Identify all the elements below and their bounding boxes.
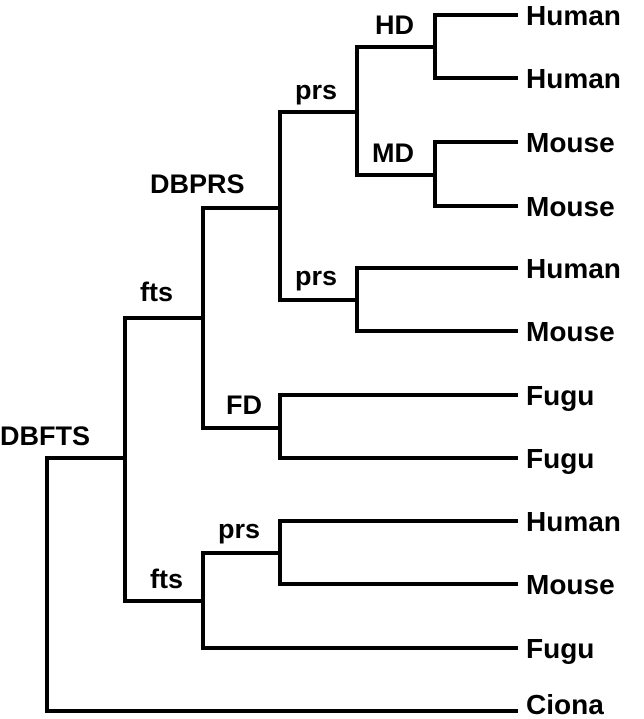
edge-hd-clade xyxy=(433,13,518,80)
node-label-fts-upper: fts xyxy=(140,277,173,307)
leaf-label: Fugu xyxy=(526,633,594,664)
leaf-labels: Human Human Mouse Mouse Human Mouse Fugu… xyxy=(526,0,621,719)
leaf-label: Fugu xyxy=(526,443,594,474)
leaf-label: Mouse xyxy=(526,569,615,600)
node-label-md: MD xyxy=(372,138,414,168)
edge-fts-join xyxy=(123,316,205,603)
edge-prs-bottom-clade xyxy=(278,519,518,586)
node-label-prs-bottom: prs xyxy=(218,514,260,544)
edge-prs-middle-clade xyxy=(355,266,518,333)
leaf-label: Fugu xyxy=(526,380,594,411)
node-label-prs-middle: prs xyxy=(295,261,337,291)
node-label-prs-top: prs xyxy=(295,75,337,105)
edge-dbfts-root xyxy=(45,456,518,713)
edge-fts-lower-clade xyxy=(201,551,518,650)
edge-md-clade xyxy=(433,140,518,208)
leaf-label: Ciona xyxy=(526,689,604,719)
node-label-dbprs: DBPRS xyxy=(150,169,245,199)
leaf-label: Human xyxy=(526,253,621,284)
leaf-label: Mouse xyxy=(526,127,615,158)
node-label-hd: HD xyxy=(375,10,414,40)
leaf-label: Human xyxy=(526,0,621,31)
leaf-label: Mouse xyxy=(526,316,615,347)
node-label-fts-lower: fts xyxy=(150,564,183,594)
node-label-fd: FD xyxy=(226,390,262,420)
leaf-label: Human xyxy=(526,63,621,94)
internal-node-labels: HD MD prs prs DBPRS FD fts prs fts DBFTS xyxy=(0,10,414,594)
edge-fd-clade xyxy=(278,393,518,460)
leaf-label: Mouse xyxy=(526,191,615,222)
leaf-label: Human xyxy=(526,506,621,537)
tree-edges xyxy=(45,13,518,713)
node-label-dbfts: DBFTS xyxy=(0,421,90,451)
